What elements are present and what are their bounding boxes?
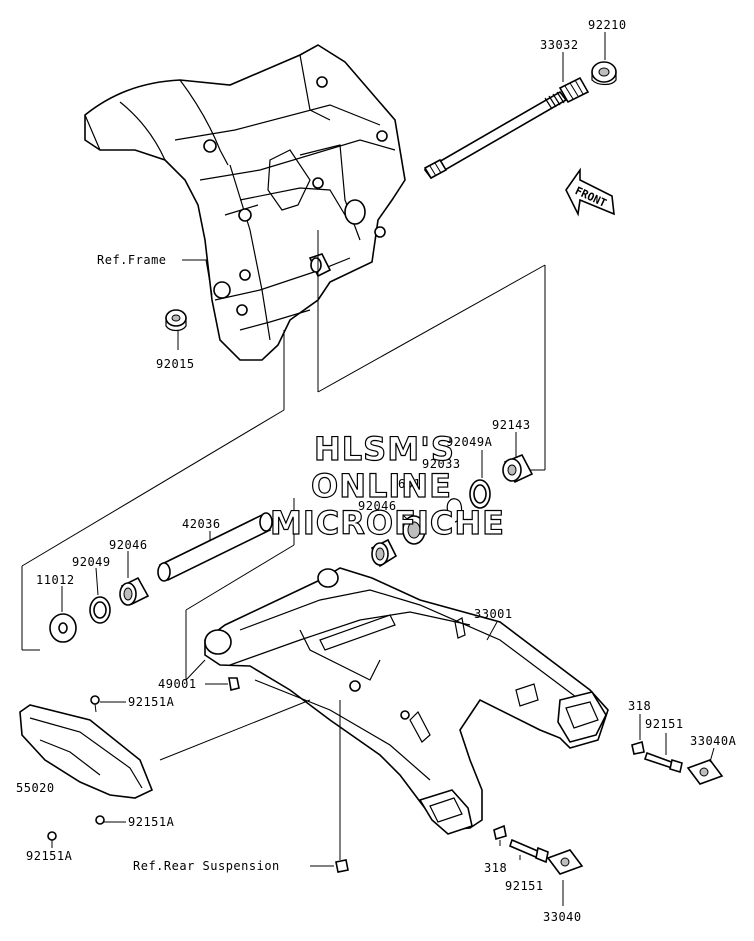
label-92151-lower: 92151 xyxy=(505,879,544,893)
watermark-line-1: HLSM'S xyxy=(314,430,455,468)
label-49001: 49001 xyxy=(158,677,197,691)
label-33040: 33040 xyxy=(543,910,582,924)
label-92151a-top: 92151A xyxy=(128,695,175,709)
nut-92015 xyxy=(165,309,187,332)
nut-92210 xyxy=(591,61,617,86)
part-labels: 92210 33032 Ref.Frame 92015 92143 92049A… xyxy=(16,18,737,924)
label-92151a-left: 92151A xyxy=(26,849,73,863)
swingarm xyxy=(204,567,609,835)
label-92046-left: 92046 xyxy=(109,538,148,552)
label-92210: 92210 xyxy=(588,18,627,32)
label-33001: 33001 xyxy=(474,607,513,621)
watermark: HLSM'S ONLINE MICROFICHE xyxy=(269,429,505,542)
left-pivot-hardware xyxy=(49,512,273,643)
label-42036: 42036 xyxy=(182,517,221,531)
label-92049: 92049 xyxy=(72,555,111,569)
front-arrow-icon: FRONT xyxy=(565,167,615,217)
label-33032: 33032 xyxy=(540,38,579,52)
label-92143: 92143 xyxy=(492,418,531,432)
label-92033: 92033 xyxy=(422,457,461,471)
label-55020: 55020 xyxy=(16,781,55,795)
label-92046-upper: 92046 xyxy=(358,499,397,513)
label-ref-rear-suspension: Ref.Rear Suspension xyxy=(133,859,280,873)
label-318-upper: 318 xyxy=(628,699,651,713)
label-92151a-bottom: 92151A xyxy=(128,815,175,829)
watermark-line-2: ONLINE xyxy=(311,467,452,505)
label-318-lower: 318 xyxy=(484,861,507,875)
label-ref-frame: Ref.Frame xyxy=(97,253,167,267)
label-92049a: 92049A xyxy=(446,435,493,449)
label-601: 601 xyxy=(398,477,421,491)
pivot-shaft xyxy=(423,76,590,180)
watermark-line-3: MICROFICHE xyxy=(270,504,505,542)
label-11012: 11012 xyxy=(36,573,75,587)
leader-lines xyxy=(21,32,715,906)
label-92151-upper: 92151 xyxy=(645,717,684,731)
pivot-hardware xyxy=(370,453,534,568)
label-33040a: 33040A xyxy=(690,734,737,748)
frame-drawing xyxy=(84,44,406,361)
chain-guard xyxy=(19,704,154,799)
label-92015: 92015 xyxy=(156,357,195,371)
fasteners xyxy=(47,677,724,875)
